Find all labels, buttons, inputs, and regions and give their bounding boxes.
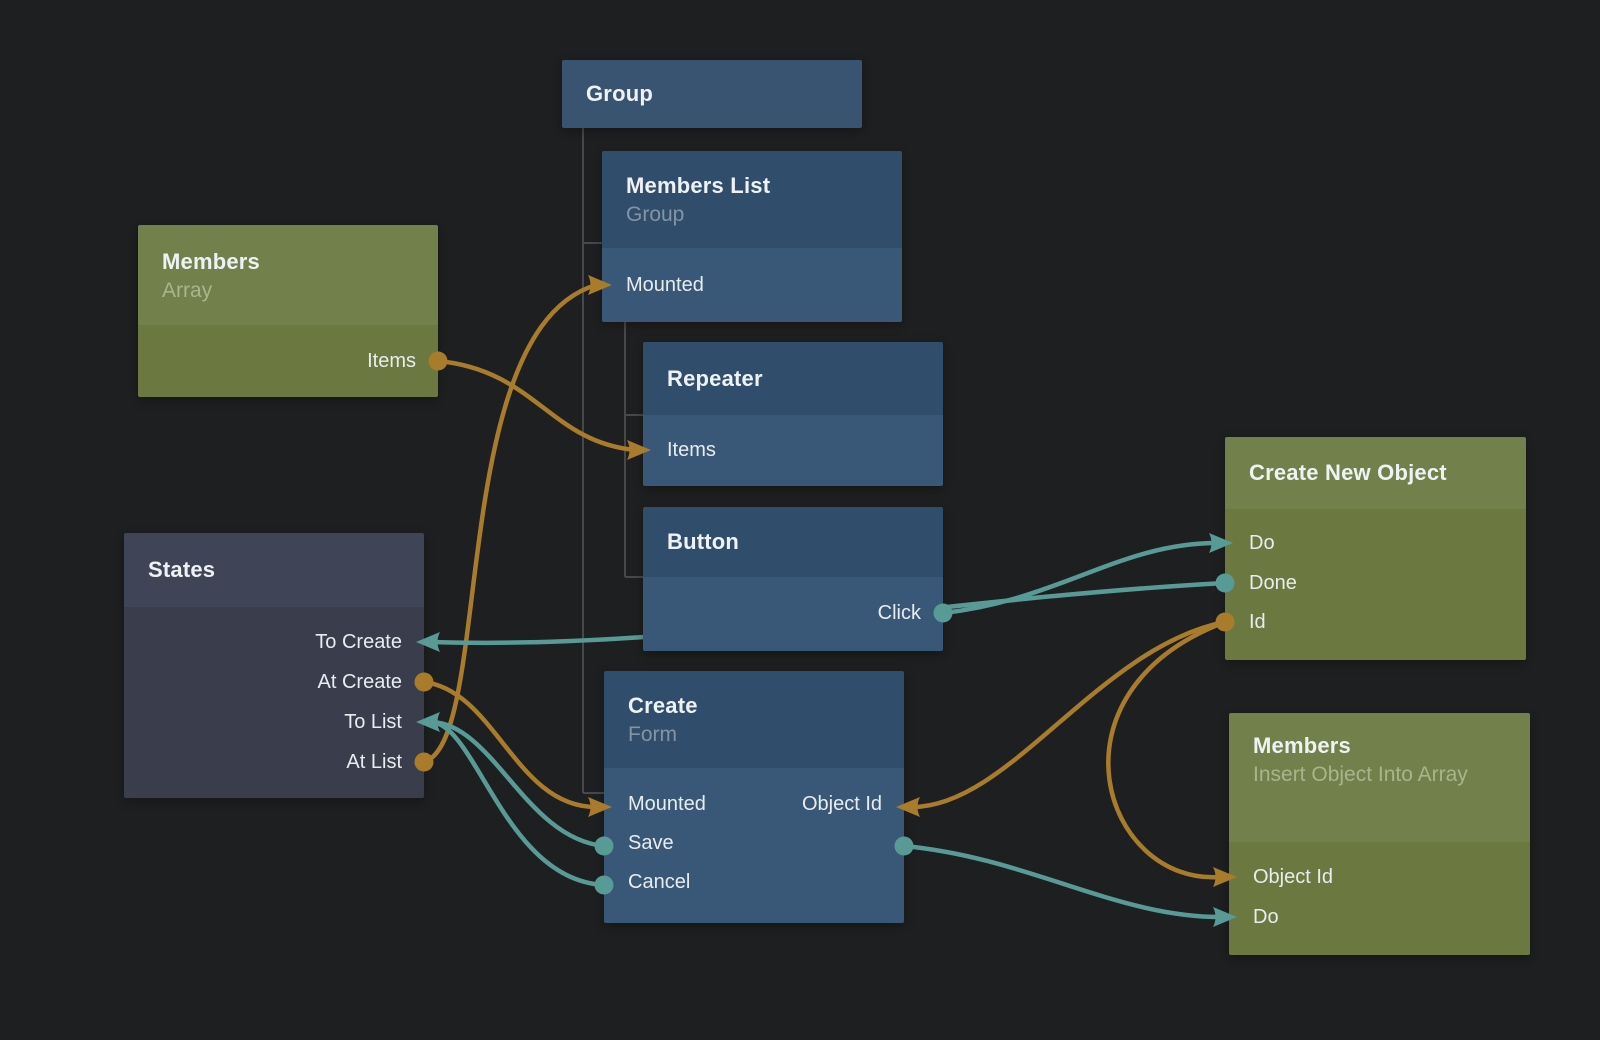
port-object-id[interactable]: Object Id	[801, 793, 882, 815]
node-subtitle: Array	[162, 279, 213, 302]
port-object-id[interactable]: Object Id	[1253, 866, 1334, 888]
node-repeater[interactable]: Repeater Items	[643, 342, 943, 486]
port-to-create[interactable]: To Create	[315, 631, 402, 653]
connection-members-items-to-repeater-items[interactable]	[435, 358, 638, 453]
port-cancel[interactable]: Cancel	[628, 871, 691, 893]
connection-save-to-states-tolist[interactable]	[429, 719, 607, 849]
node-title: Members	[162, 249, 260, 274]
node-create-form[interactable]: Create Form Mounted Object Id Save Cance…	[604, 671, 904, 923]
connection-atcreate-to-create-mounted[interactable]	[421, 679, 599, 810]
port-save[interactable]: Save	[628, 832, 674, 854]
node-title: Members	[1253, 733, 1351, 758]
port-done[interactable]: Done	[1249, 572, 1297, 594]
node-states[interactable]: States To Create To Create At Create To …	[124, 533, 424, 798]
connection-id-to-membersinsert-objectid[interactable]	[1106, 619, 1228, 880]
node-button[interactable]: Button Click	[643, 507, 943, 651]
connection-click-to-cno-do[interactable]	[940, 540, 1220, 616]
node-title: Members List	[626, 173, 771, 198]
connection-cancel-to-states-tolist[interactable]	[429, 719, 607, 888]
port-click[interactable]: Click	[877, 602, 921, 624]
node-title: Repeater	[667, 365, 763, 391]
node-title: Create New Object	[1249, 460, 1447, 485]
hierarchy-line-group-children	[582, 128, 604, 794]
node-title: States	[148, 557, 216, 582]
port-mounted[interactable]: Mounted	[626, 274, 704, 296]
port-mounted[interactable]: Mounted	[628, 793, 706, 815]
node-members-array[interactable]: Members Array Items	[138, 225, 438, 397]
node-title: Group	[586, 81, 653, 106]
port-do[interactable]: Do	[1249, 532, 1275, 554]
node-subtitle: Form	[628, 723, 677, 746]
port-do[interactable]: Do	[1253, 906, 1279, 928]
node-title: Button	[667, 529, 740, 554]
connection-save-to-membersinsert-do[interactable]	[901, 843, 1224, 920]
port-at-create[interactable]: At Create	[317, 671, 402, 693]
node-subtitle: Insert Object Into Array	[1253, 763, 1468, 786]
port-at-list[interactable]: At List	[346, 751, 402, 773]
port-to-list[interactable]: To List	[344, 711, 402, 733]
node-title: Create	[628, 693, 698, 718]
port-items[interactable]: Items	[667, 439, 716, 461]
node-group[interactable]: Group	[562, 60, 862, 128]
connection-id-to-create-objectid[interactable]	[909, 619, 1228, 810]
port-items[interactable]: Items	[367, 350, 416, 372]
node-members-list[interactable]: Members List Group Mounted	[602, 151, 902, 322]
node-members-insert[interactable]: Members Insert Object Into Array Object …	[1229, 713, 1530, 955]
port-id[interactable]: Id	[1249, 611, 1266, 633]
node-create-new-object[interactable]: Create New Object Do Done Id	[1225, 437, 1526, 660]
node-subtitle: Group	[626, 203, 685, 226]
